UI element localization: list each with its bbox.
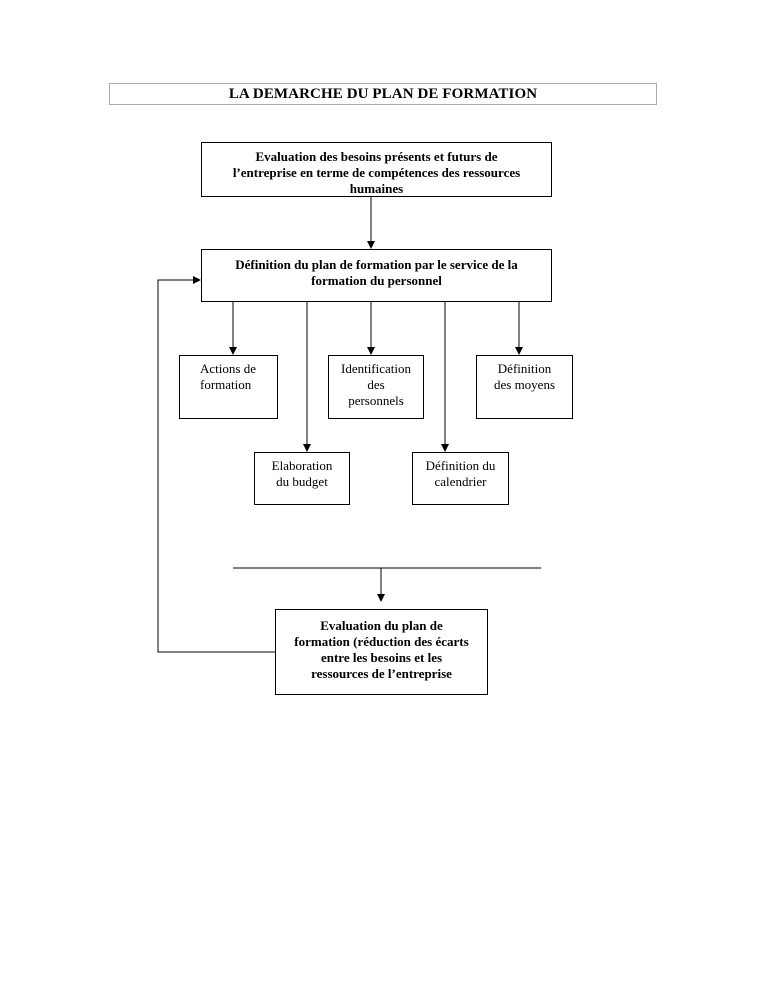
node-elaboration-budget: Elaboration du budget — [254, 452, 350, 505]
node-definition-calendrier: Définition du calendrier — [412, 452, 509, 505]
node-besoins-label: Evaluation des besoins présents et futur… — [232, 149, 521, 196]
node-identification-personnels: Identification des personnels — [328, 355, 424, 419]
node-besoins: Evaluation des besoins présents et futur… — [201, 142, 552, 197]
diagram-title-text: LA DEMARCHE DU PLAN DE FORMATION — [228, 85, 538, 102]
node-actions-formation: Actions de formation — [179, 355, 278, 419]
diagram-title: LA DEMARCHE DU PLAN DE FORMATION — [109, 83, 657, 105]
node-evaluation-plan: Evaluation du plan de formation (réducti… — [275, 609, 488, 695]
node-evaluation-plan-label: Evaluation du plan de formation (réducti… — [294, 618, 469, 681]
node-actions-formation-label: Actions de formation — [200, 361, 256, 392]
node-definition-moyens: Définition des moyens — [476, 355, 573, 419]
node-definition-plan-label: Définition du plan de formation par le s… — [235, 257, 518, 288]
node-identification-personnels-label: Identification des personnels — [340, 361, 412, 408]
node-definition-moyens-label: Définition des moyens — [493, 361, 556, 392]
feedback-loop — [157, 276, 275, 653]
node-definition-plan: Définition du plan de formation par le s… — [201, 249, 552, 302]
node-elaboration-budget-label: Elaboration du budget — [271, 458, 333, 489]
node-definition-calendrier-label: Définition du calendrier — [425, 458, 496, 489]
